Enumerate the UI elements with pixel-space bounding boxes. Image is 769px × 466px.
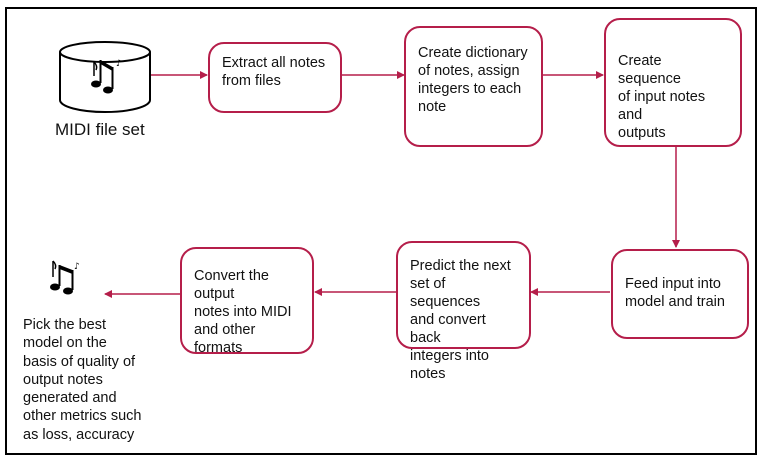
midi-file-set-label: MIDI file set xyxy=(55,120,145,139)
svg-text:♪: ♪ xyxy=(116,59,122,69)
midi-database-icon: ♪ xyxy=(59,41,151,113)
music-notes-icon: ♪ xyxy=(50,260,80,295)
feed-input-box: Feed input into model and train xyxy=(611,249,749,339)
svg-text:♪: ♪ xyxy=(74,262,80,272)
pick-best-model-text: Pick the best model on the basis of qual… xyxy=(23,317,142,443)
music-notes-icon: ♪ xyxy=(91,59,122,94)
create-sequence-box: Create sequence of input notes and outpu… xyxy=(604,18,742,147)
create-dictionary-box: Create dictionary of notes, assign integ… xyxy=(404,26,543,147)
extract-notes-box: Extract all notes from files xyxy=(208,42,342,113)
predict-sequences-box: Predict the next set of sequences and co… xyxy=(396,241,531,382)
convert-output-box: Convert the output notes into MIDI and o… xyxy=(180,247,314,356)
